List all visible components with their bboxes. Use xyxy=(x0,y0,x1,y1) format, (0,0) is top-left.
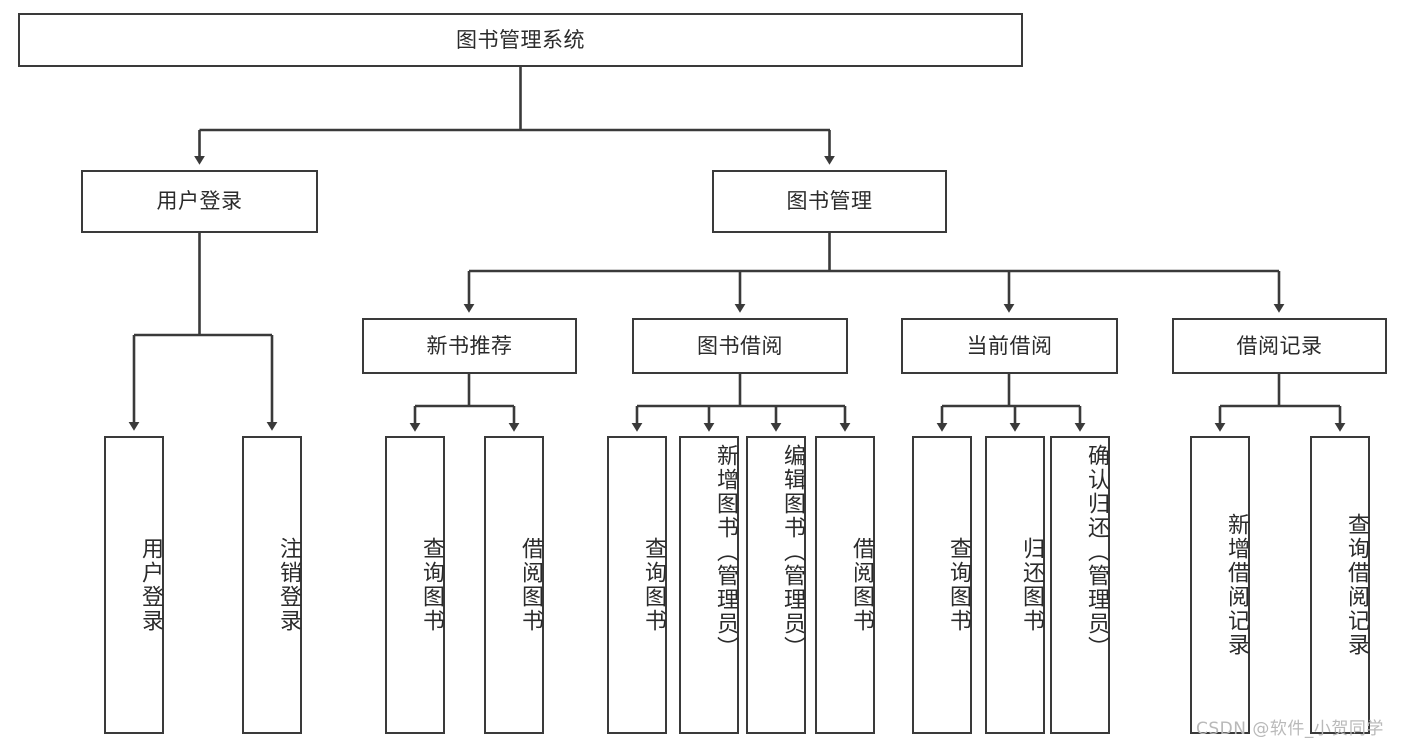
node-leaf-borrow-book-1-label: 借阅图书 xyxy=(518,537,543,633)
node-borrow-record-label: 借阅记录 xyxy=(1236,333,1323,358)
node-book-borrow[interactable]: 图书借阅 xyxy=(632,318,848,374)
node-user-login[interactable]: 用户登录 xyxy=(81,170,318,233)
node-leaf-borrow-book-1[interactable]: 借阅图书 xyxy=(484,436,544,734)
node-leaf-return-book[interactable]: 归还图书 xyxy=(985,436,1045,734)
node-leaf-query-book-3-label: 查询图书 xyxy=(946,537,971,633)
node-root-label: 图书管理系统 xyxy=(456,27,585,52)
node-leaf-query-book-3[interactable]: 查询图书 xyxy=(912,436,972,734)
csdn-watermark: CSDN @软件_小贺同学 xyxy=(1196,719,1384,739)
node-book-manage[interactable]: 图书管理 xyxy=(712,170,947,233)
node-leaf-borrow-book-2-label: 借阅图书 xyxy=(849,537,874,633)
node-leaf-confirm-return-label: 确认归还（管理员） xyxy=(1084,444,1109,660)
node-root[interactable]: 图书管理系统 xyxy=(18,13,1023,67)
node-current-borrow-label: 当前借阅 xyxy=(966,333,1053,358)
node-new-book-rec[interactable]: 新书推荐 xyxy=(362,318,577,374)
node-leaf-confirm-return[interactable]: 确认归还（管理员） xyxy=(1050,436,1110,734)
node-leaf-query-book-2-label: 查询图书 xyxy=(641,537,666,633)
node-leaf-query-book-1-label: 查询图书 xyxy=(419,537,444,633)
node-leaf-query-book-2[interactable]: 查询图书 xyxy=(607,436,667,734)
node-new-book-rec-label: 新书推荐 xyxy=(426,333,513,358)
node-leaf-edit-book[interactable]: 编辑图书（管理员） xyxy=(746,436,806,734)
node-book-borrow-label: 图书借阅 xyxy=(697,333,783,358)
node-leaf-return-book-label: 归还图书 xyxy=(1019,537,1044,633)
node-leaf-add-record-label: 新增借阅记录 xyxy=(1224,513,1249,657)
node-leaf-add-book-label: 新增图书（管理员） xyxy=(713,444,738,660)
node-leaf-user-login[interactable]: 用户登录 xyxy=(104,436,164,734)
node-user-login-label: 用户登录 xyxy=(156,189,243,214)
node-leaf-user-login-label: 用户登录 xyxy=(138,537,163,633)
node-current-borrow[interactable]: 当前借阅 xyxy=(901,318,1118,374)
node-book-manage-label: 图书管理 xyxy=(786,189,873,214)
node-leaf-query-record[interactable]: 查询借阅记录 xyxy=(1310,436,1370,734)
node-leaf-borrow-book-2[interactable]: 借阅图书 xyxy=(815,436,875,734)
node-leaf-add-record[interactable]: 新增借阅记录 xyxy=(1190,436,1250,734)
node-leaf-query-book-1[interactable]: 查询图书 xyxy=(385,436,445,734)
node-leaf-logout[interactable]: 注销登录 xyxy=(242,436,302,734)
node-leaf-logout-label: 注销登录 xyxy=(276,537,301,633)
node-leaf-edit-book-label: 编辑图书（管理员） xyxy=(780,444,805,660)
node-leaf-add-book[interactable]: 新增图书（管理员） xyxy=(679,436,739,734)
node-borrow-record[interactable]: 借阅记录 xyxy=(1172,318,1387,374)
node-leaf-query-record-label: 查询借阅记录 xyxy=(1344,513,1369,657)
